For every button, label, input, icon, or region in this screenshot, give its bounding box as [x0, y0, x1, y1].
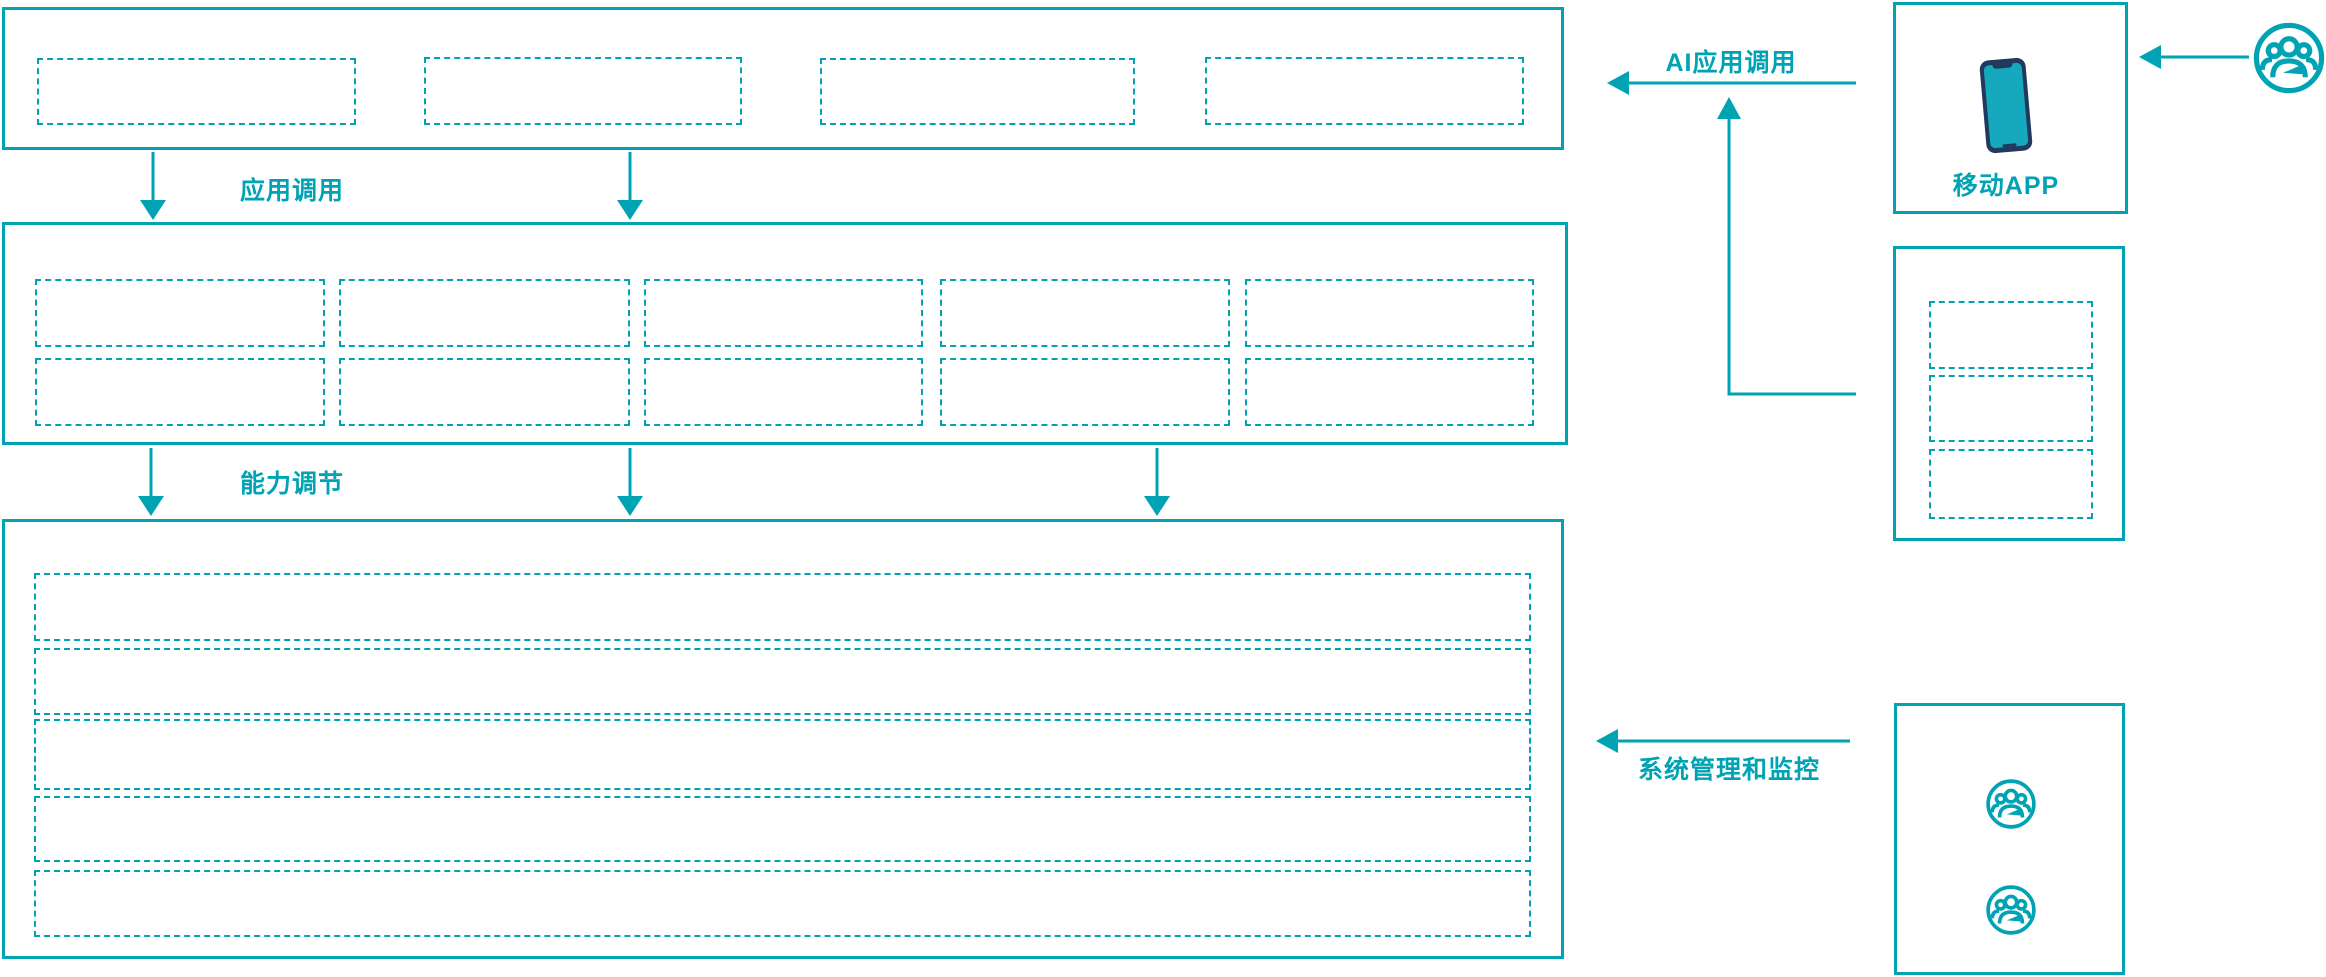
app-call-down-arrow-1	[140, 152, 166, 220]
bottom-placeholder-row-4	[34, 796, 1531, 862]
right-middle-box	[1893, 246, 2125, 541]
bottom-placeholder-row-2	[34, 648, 1531, 715]
middle-placeholder-r1c1	[35, 279, 325, 347]
mobile-app-label: 移动APP	[1952, 172, 2060, 200]
mobile-to-top-elbow-arrow	[1717, 97, 1856, 396]
right-middle-placeholder-3	[1929, 449, 2093, 519]
top-layer-box	[2, 7, 1564, 150]
capability-down-arrow-1	[138, 448, 164, 516]
top-layer-placeholder-4	[1205, 57, 1524, 125]
user-group-icon	[2253, 22, 2325, 94]
app-call-down-arrow-2	[617, 152, 643, 220]
top-layer-placeholder-2	[424, 57, 742, 125]
capability-down-arrow-3	[1144, 448, 1170, 516]
middle-layer-box	[2, 222, 1568, 445]
middle-placeholder-r2c5	[1245, 358, 1534, 426]
app-call-label: 应用调用	[239, 177, 345, 205]
capability-down-arrow-2	[617, 448, 643, 516]
middle-placeholder-r2c1	[35, 358, 325, 426]
bottom-placeholder-row-1	[34, 573, 1531, 641]
user-group-icon	[1986, 779, 2036, 829]
middle-placeholder-r2c2	[339, 358, 630, 426]
middle-placeholder-r1c3	[644, 279, 923, 347]
right-middle-placeholder-1	[1929, 301, 2093, 369]
middle-placeholder-r1c4	[940, 279, 1230, 347]
user-group-icon	[1986, 885, 2036, 935]
top-layer-placeholder-1	[37, 58, 356, 125]
middle-placeholder-r2c3	[644, 358, 923, 426]
system-mgmt-label: 系统管理和监控	[1637, 756, 1821, 784]
middle-placeholder-r2c4	[940, 358, 1230, 426]
bottom-layer-box	[2, 519, 1564, 959]
middle-placeholder-r1c5	[1245, 279, 1534, 347]
mobile-app-box	[1893, 2, 2128, 214]
middle-placeholder-r1c2	[339, 279, 630, 347]
user-to-mobile-arrow	[2139, 45, 2249, 69]
right-middle-placeholder-2	[1929, 375, 2093, 442]
right-bottom-box	[1894, 703, 2125, 975]
top-layer-placeholder-3	[820, 58, 1135, 125]
phone-icon	[1979, 57, 2033, 154]
bottom-placeholder-row-3	[34, 719, 1531, 790]
bottom-placeholder-row-5	[34, 870, 1531, 937]
ai-app-call-label: AI应用调用	[1665, 49, 1797, 77]
capability-adjust-label: 能力调节	[239, 470, 345, 498]
